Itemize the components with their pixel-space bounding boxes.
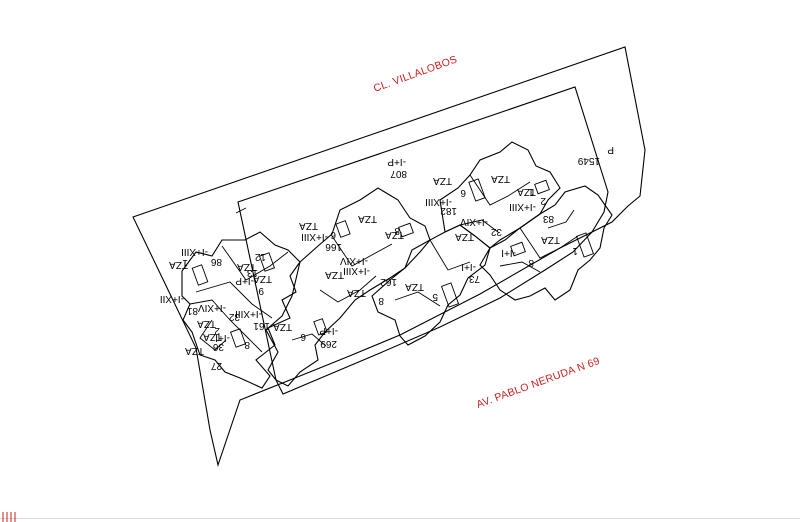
svg-text:TZA: TZA [185, 345, 204, 356]
svg-text:-I+XIII: -I+XIII [235, 308, 262, 319]
svg-text:83: 83 [542, 213, 554, 224]
building-cluster-center-east [439, 141, 561, 249]
svg-text:32: 32 [228, 311, 240, 322]
svg-text:TZA: TZA [455, 231, 474, 242]
building-cluster-center-west [265, 187, 431, 387]
svg-text:2: 2 [540, 195, 546, 206]
svg-text:TZA: TZA [358, 213, 377, 224]
svg-text:-I+P: -I+P [235, 275, 254, 286]
unit-label-tza-ne: TZA 1 TZA [491, 173, 536, 197]
footer-rule [0, 518, 800, 519]
svg-text:TZA: TZA [203, 331, 222, 342]
svg-text:12: 12 [254, 251, 266, 262]
unit-label-36: TZA -I+I 36 TZA 8 [185, 331, 250, 356]
svg-text:182: 182 [440, 205, 457, 216]
svg-text:TZA: TZA [517, 186, 536, 197]
svg-text:TZA: TZA [273, 321, 292, 332]
svg-text:1549: 1549 [577, 155, 600, 166]
envelope-notch [235, 207, 247, 214]
svg-text:1: 1 [182, 257, 188, 268]
svg-text:1: 1 [572, 245, 578, 256]
unit-label-tza-c1: TZA TZA 8 [358, 213, 404, 240]
svg-text:TZA: TZA [433, 175, 452, 186]
unit-label-166: TZA 6 -I+XIII 166 [299, 220, 342, 252]
svg-text:-I+XIII: -I+XIII [343, 265, 370, 276]
unit-label-tza-ee: TZA 1 -I+I 8 [501, 234, 578, 268]
svg-text:6: 6 [330, 229, 336, 240]
svg-text:-I+P: -I+P [319, 325, 338, 336]
svg-text:2: 2 [214, 325, 220, 336]
building-envelope [237, 86, 609, 395]
block-label-807: -I+P 807 [387, 156, 407, 179]
svg-text:-I+XIII: -I+XIII [301, 231, 328, 242]
unit-label-182: TZA 6 -I+XIII 182 [425, 175, 466, 216]
svg-text:36: 36 [212, 341, 224, 352]
svg-text:-I+XIV: -I+XIV [198, 302, 226, 313]
unit-label-tza-w1: 12 TZA 13 TZA -I+P 9 [235, 251, 272, 296]
svg-text:TZA: TZA [169, 259, 188, 270]
svg-text:TZA: TZA [299, 220, 318, 231]
svg-text:TZA: TZA [347, 287, 366, 298]
unit-label-32: -I+XIV 32 TZA [455, 216, 502, 242]
svg-text:-I+XII: -I+XII [160, 293, 184, 304]
block-label-27: 27 [210, 360, 222, 371]
street-label-north: CL. VILLALOBOS [372, 53, 459, 94]
svg-text:8: 8 [244, 339, 250, 350]
svg-text:5: 5 [432, 291, 438, 302]
svg-text:81: 81 [186, 305, 198, 316]
svg-text:TZA: TZA [197, 318, 216, 329]
svg-text:6: 6 [460, 187, 466, 198]
svg-text:13: 13 [246, 267, 258, 278]
svg-text:6: 6 [300, 331, 306, 342]
unit-label-32-west: -I+XIV 32 TZA 2 [197, 302, 240, 336]
svg-text:269: 269 [320, 338, 337, 349]
svg-text:TZA: TZA [491, 173, 510, 184]
unit-label-tza-c2: TZA 8 TZA 5 [347, 281, 438, 306]
svg-text:-I+XIV: -I+XIV [340, 255, 368, 266]
svg-text:807: 807 [390, 168, 407, 179]
unit-label-83: -I+XIII 83 2 [509, 195, 554, 224]
svg-text:TZA: TZA [253, 273, 272, 284]
building-cluster-east [479, 185, 613, 301]
svg-text:9: 9 [258, 285, 264, 296]
svg-text:-I+I: -I+I [501, 247, 516, 258]
svg-text:-I+I: -I+I [461, 261, 476, 272]
svg-text:161: 161 [253, 320, 270, 331]
unit-label-161: -I+XIII 161 TZA 6 [235, 308, 306, 342]
svg-text:8: 8 [378, 295, 384, 306]
unit-label-162: -I+XIV -I+XIII 162 TZA [325, 255, 397, 287]
svg-text:-I+XIII: -I+XIII [181, 246, 208, 257]
footer-ticks [2, 512, 16, 522]
svg-text:TZA: TZA [405, 281, 424, 292]
svg-text:-I+I: -I+I [215, 332, 230, 343]
svg-text:TZA: TZA [325, 269, 344, 280]
svg-text:P: P [607, 144, 614, 155]
svg-text:32: 32 [490, 226, 502, 237]
svg-text:-I+XIII: -I+XIII [425, 196, 452, 207]
svg-text:TZA: TZA [385, 229, 404, 240]
svg-text:1: 1 [528, 186, 534, 197]
svg-text:162: 162 [380, 276, 397, 287]
block-label-269: -I+P 269 [319, 325, 338, 349]
unit-label-81: -I+XII 81 [160, 293, 198, 316]
svg-text:86: 86 [210, 256, 222, 267]
svg-text:8: 8 [528, 257, 534, 268]
svg-text:8: 8 [394, 225, 400, 236]
street-label-south: AV. PABLO NERUDA N 69 [475, 355, 602, 411]
svg-text:73: 73 [468, 273, 480, 284]
parcel-reference: P 1549 [577, 144, 614, 166]
svg-text:TZA: TZA [541, 234, 560, 245]
svg-text:TZA: TZA [237, 261, 256, 272]
unit-label-73: -I+I 73 [461, 261, 480, 284]
svg-text:27: 27 [210, 360, 222, 371]
svg-text:-I+XIII: -I+XIII [509, 201, 536, 212]
svg-text:-I+XIV: -I+XIV [460, 216, 488, 227]
svg-text:-I+P: -I+P [387, 156, 406, 167]
unit-label-86: -I+XIII 86 TZA 1 [169, 246, 222, 270]
outer-lot-boundary [132, 46, 646, 468]
svg-text:166: 166 [325, 241, 342, 252]
